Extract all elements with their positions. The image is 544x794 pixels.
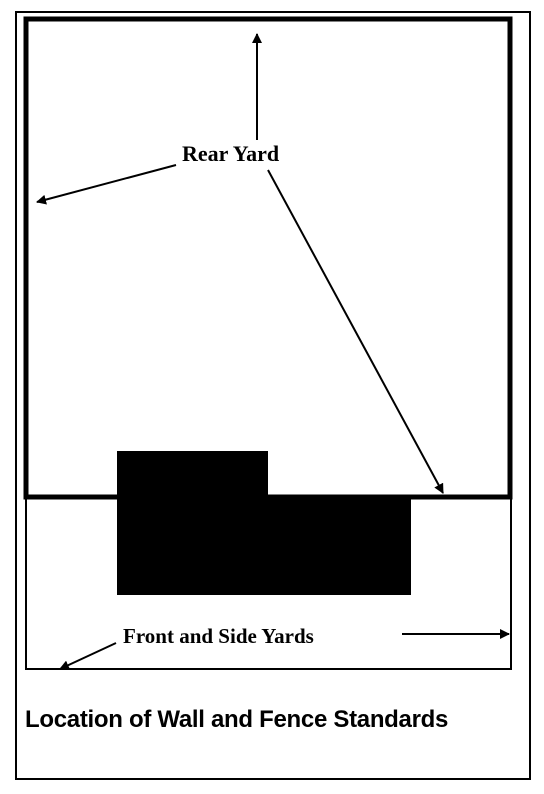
outer-border [15, 11, 531, 780]
rear-yard-area [23, 16, 513, 500]
rear-yard-arrow-left [36, 164, 177, 205]
front-yard-arrow-left [59, 642, 117, 670]
front-side-yards-label: Front and Side Yards [123, 624, 314, 648]
figure-caption: Location of Wall and Fence Standards [25, 706, 449, 733]
rear-yard-label: Rear Yard [182, 141, 279, 166]
building-footprint [117, 451, 411, 595]
rear-yard-arrow-diagonal [267, 169, 444, 494]
